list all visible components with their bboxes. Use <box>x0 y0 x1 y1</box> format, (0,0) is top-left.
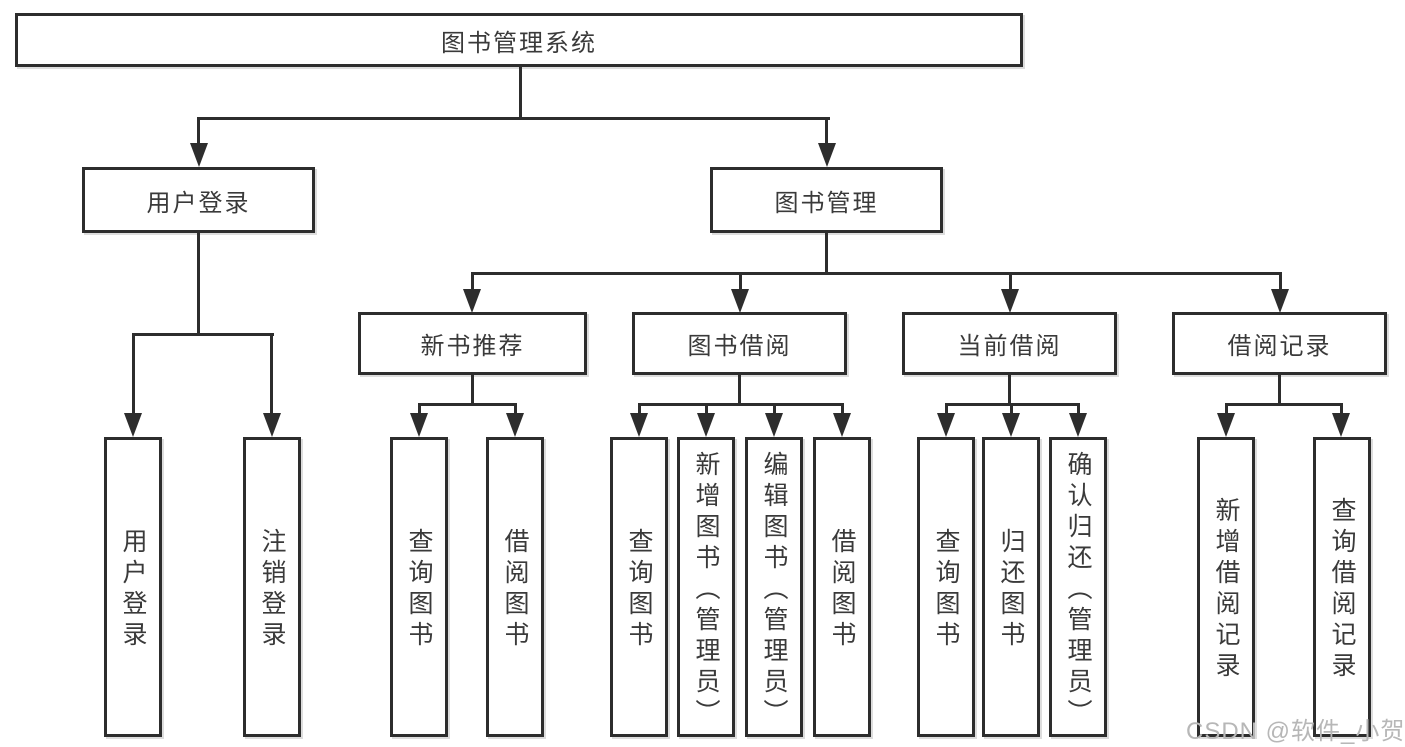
node-root: 图书管理系统 <box>15 13 1023 67</box>
connector-line <box>738 375 741 406</box>
arrow-down-icon <box>818 143 836 167</box>
node-leaf-cb-confirm-return-admin: 确认归还（管理员） <box>1049 437 1107 737</box>
node-leaf-br-add-record: 新增借阅记录 <box>1197 437 1255 737</box>
node-book-borrow: 图书借阅 <box>632 312 847 375</box>
arrow-down-icon <box>124 413 142 437</box>
arrow-down-icon <box>1001 289 1019 313</box>
node-leaf-bb-borrow-books: 借阅图书 <box>813 437 871 737</box>
node-leaf-user-login: 用户登录 <box>104 437 162 737</box>
node-user-login: 用户登录 <box>82 167 315 233</box>
connector-line <box>197 233 200 336</box>
arrow-down-icon <box>1217 413 1235 437</box>
node-borrow-records: 借阅记录 <box>1172 312 1387 375</box>
node-leaf-nb-query-books: 查询图书 <box>390 437 448 737</box>
node-borrow-records-label: 借阅记录 <box>1227 333 1332 360</box>
connector-line <box>270 333 273 413</box>
node-leaf-cb-return-books: 归还图书 <box>982 437 1040 737</box>
arrow-down-icon <box>731 289 749 313</box>
connector-line <box>705 403 708 415</box>
connector-line <box>1010 403 1013 415</box>
connector-line <box>739 272 742 292</box>
node-book-management-label: 图书管理 <box>774 189 879 217</box>
arrow-down-icon <box>410 413 428 437</box>
arrow-down-icon <box>937 413 955 437</box>
connector-line <box>132 333 274 336</box>
node-book-borrow-label: 图书借阅 <box>687 333 792 360</box>
arrow-down-icon <box>833 413 851 437</box>
arrow-down-icon <box>190 143 208 167</box>
node-leaf-nb-query-books-label: 查询图书 <box>405 528 433 652</box>
arrow-down-icon <box>263 413 281 437</box>
connector-line <box>945 403 948 415</box>
node-leaf-br-add-record-label: 新增借阅记录 <box>1212 497 1240 683</box>
node-leaf-br-query-record: 查询借阅记录 <box>1313 437 1371 737</box>
connector-line <box>471 272 1281 275</box>
arrow-down-icon <box>697 413 715 437</box>
node-leaf-br-query-record-label: 查询借阅记录 <box>1328 497 1356 683</box>
node-root-label: 图书管理系统 <box>441 29 597 57</box>
arrow-down-icon <box>765 413 783 437</box>
node-leaf-logout-label: 注销登录 <box>258 528 286 652</box>
connector-line <box>825 117 828 145</box>
connector-line <box>197 117 200 145</box>
node-leaf-cb-confirm-return-admin-label: 确认归还（管理员） <box>1064 450 1092 730</box>
connector-line <box>418 403 516 406</box>
node-leaf-bb-query-books: 查询图书 <box>610 437 668 737</box>
connector-line <box>841 403 844 415</box>
connector-line <box>519 66 522 118</box>
node-leaf-bb-add-books-admin: 新增图书（管理员） <box>677 437 735 737</box>
node-new-book-recommend: 新书推荐 <box>358 312 587 375</box>
arrow-down-icon <box>630 413 648 437</box>
node-leaf-bb-edit-books-admin: 编辑图书（管理员） <box>745 437 803 737</box>
node-leaf-logout: 注销登录 <box>243 437 301 737</box>
watermark: CSDN @软件_小贺同学 <box>1186 718 1405 745</box>
connector-line <box>1008 375 1011 406</box>
connector-line <box>1278 375 1281 406</box>
connector-line <box>1077 403 1080 415</box>
arrow-down-icon <box>1069 413 1087 437</box>
arrow-down-icon <box>1002 413 1020 437</box>
node-leaf-bb-query-books-label: 查询图书 <box>625 528 653 652</box>
connector-line <box>514 403 517 415</box>
node-book-management: 图书管理 <box>710 167 943 233</box>
connector-line <box>471 272 474 292</box>
node-current-borrow-label: 当前借阅 <box>957 333 1062 360</box>
node-leaf-bb-edit-books-admin-label: 编辑图书（管理员） <box>760 450 788 730</box>
connector-line <box>638 403 843 406</box>
arrow-down-icon <box>506 413 524 437</box>
connector-line <box>198 117 830 120</box>
connector-line <box>1340 403 1343 415</box>
connector-line <box>471 375 474 406</box>
node-leaf-nb-borrow-books: 借阅图书 <box>486 437 544 737</box>
node-leaf-cb-query-books: 查询图书 <box>917 437 975 737</box>
node-leaf-cb-query-books-label: 查询图书 <box>932 528 960 652</box>
connector-line <box>1225 403 1343 406</box>
connector-line <box>638 403 641 415</box>
arrow-down-icon <box>1332 413 1350 437</box>
node-leaf-nb-borrow-books-label: 借阅图书 <box>501 528 529 652</box>
node-user-login-label: 用户登录 <box>146 189 251 217</box>
arrow-down-icon <box>1271 289 1289 313</box>
arrow-down-icon <box>463 289 481 313</box>
node-leaf-bb-add-books-admin-label: 新增图书（管理员） <box>692 450 720 730</box>
connector-line <box>1279 272 1282 292</box>
connector-line <box>1225 403 1228 415</box>
connector-line <box>773 403 776 415</box>
node-new-book-recommend-label: 新书推荐 <box>420 333 525 360</box>
connector-line <box>825 233 828 275</box>
connector-line <box>418 403 421 415</box>
node-leaf-bb-borrow-books-label: 借阅图书 <box>828 528 856 652</box>
connector-line <box>132 333 135 413</box>
node-current-borrow: 当前借阅 <box>902 312 1117 375</box>
node-leaf-cb-return-books-label: 归还图书 <box>997 528 1025 652</box>
connector-line <box>1009 272 1012 292</box>
node-leaf-user-login-label: 用户登录 <box>119 528 147 652</box>
